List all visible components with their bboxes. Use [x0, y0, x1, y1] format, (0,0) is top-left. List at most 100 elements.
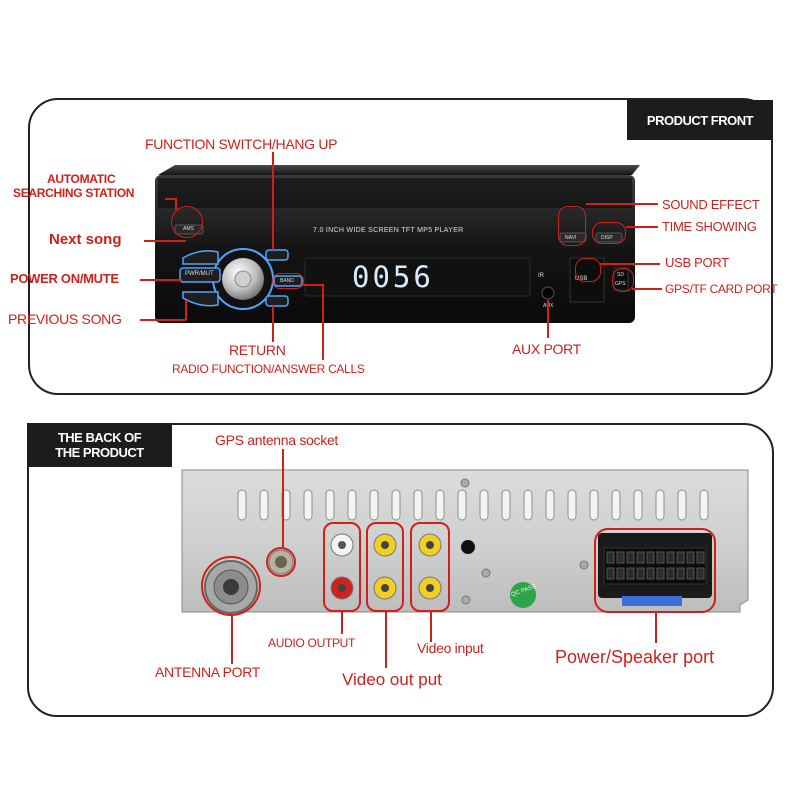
navi-button-label: NAVI: [565, 235, 577, 241]
lcd-display: [304, 257, 531, 297]
label-sound-effect: SOUND EFFECT: [662, 197, 760, 212]
label-gps-tf: GPS/TF CARD PORT: [665, 282, 778, 296]
display-readout: 0056: [352, 260, 434, 294]
vent-slot: [479, 489, 489, 521]
leader-previous-v: [185, 300, 187, 320]
label-previous-song: PREVIOUS SONG: [8, 311, 122, 327]
qc-sticker: [510, 582, 536, 608]
leader-antenna: [231, 616, 233, 664]
leader-power: [140, 279, 182, 281]
vent-slot: [677, 489, 687, 521]
label-usb-port: USB PORT: [665, 255, 729, 270]
fuse: [622, 596, 682, 606]
vent-slot: [633, 489, 643, 521]
connector-pins: [606, 551, 705, 580]
vent-slot: [237, 489, 247, 521]
leader-radio: [322, 284, 324, 360]
return-button[interactable]: [265, 295, 289, 307]
ir-sensor-label: IR: [538, 273, 544, 279]
label-gps-antenna: GPS antenna socket: [215, 432, 339, 448]
vent-slot: [303, 489, 313, 521]
device-model-text: 7.0 INCH WIDE SCREEN TFT MP5 PLAYER: [313, 227, 464, 234]
vent-slot: [391, 489, 401, 521]
screen-top-edge: [158, 165, 640, 175]
connector-pin: [676, 567, 685, 580]
back-tag: THE BACK OF THE PRODUCT: [27, 423, 172, 467]
highlight-power: [594, 528, 716, 613]
vent-slot: [413, 489, 423, 521]
highlight-video-in: [410, 522, 450, 612]
leader-video-out: [385, 612, 387, 668]
label-audio-output: AUDIO OUTPUT: [268, 636, 356, 650]
connector-pin: [616, 551, 625, 564]
next-song-button[interactable]: [182, 250, 219, 265]
highlight-gps-socket: [266, 547, 296, 577]
label-antenna-port: ANTENNA PORT: [155, 664, 261, 680]
disp-button-label: DISP: [601, 235, 613, 241]
vent-slot: [545, 489, 555, 521]
band-button-label: BAND: [280, 278, 294, 284]
leader-gps-antenna: [282, 449, 284, 547]
label-radio-function: RADIO FUNCTION/ANSWER CALLS: [172, 362, 365, 376]
label-power-mute: POWER ON/MUTE: [10, 271, 119, 286]
connector-pin: [626, 551, 635, 564]
label-return: RETURN: [229, 342, 286, 358]
connector-pin: [636, 551, 645, 564]
back-tag-line1: THE BACK OF: [57, 430, 142, 445]
product-front-tag: PRODUCT FRONT: [627, 100, 773, 140]
vent-slot: [347, 489, 357, 521]
leader-radio-h: [303, 284, 323, 286]
label-next-song: Next song: [49, 231, 122, 248]
vent-slot: [567, 489, 577, 521]
previous-song-button[interactable]: [182, 291, 219, 307]
vent-slot: [259, 489, 269, 521]
power-mute-button[interactable]: [179, 267, 221, 283]
vent-slot: [589, 489, 599, 521]
leader-previous: [140, 319, 186, 321]
vent-slot: [523, 489, 533, 521]
highlight-band: [272, 273, 304, 289]
function-switch-button[interactable]: [265, 249, 289, 261]
highlight-video-out: [366, 522, 404, 612]
leader-function: [272, 152, 274, 250]
leader-time: [626, 226, 658, 228]
connector-pin: [696, 567, 705, 580]
highlight-antenna: [201, 556, 261, 616]
vent-slot: [655, 489, 665, 521]
highlight-disp: [592, 222, 626, 244]
leader-usb: [600, 263, 660, 265]
power-button-label: PWR/MUT: [185, 271, 214, 277]
label-video-output: Video out put: [342, 670, 442, 689]
vent-slot: [699, 489, 709, 521]
label-automatic-2: SEARCHING STATION: [13, 186, 135, 200]
mic-hole: [461, 540, 475, 554]
vent-slot: [435, 489, 445, 521]
connector-pin: [676, 551, 685, 564]
label-power-speaker: Power/Speaker port: [555, 647, 715, 667]
leader-automatic-v: [175, 198, 177, 210]
connector-pin: [636, 567, 645, 580]
highlight-usb: [575, 258, 601, 282]
highlight-ams: [171, 206, 203, 238]
vent-slot: [611, 489, 621, 521]
connector-pin: [646, 551, 655, 564]
aux-jack[interactable]: [541, 286, 555, 300]
connector-pin: [616, 567, 625, 580]
connector-pin: [656, 567, 665, 580]
vent-slot: [501, 489, 511, 521]
leader-audio: [341, 612, 343, 634]
leader-next: [144, 240, 186, 242]
leader-sound: [586, 203, 658, 205]
connector-pin: [656, 551, 665, 564]
label-time-showing: TIME SHOWING: [662, 219, 757, 234]
vent-slot: [369, 489, 379, 521]
leader-video-in: [430, 612, 432, 642]
connector-pin: [696, 551, 705, 564]
leader-automatic: [165, 198, 177, 200]
vent-slot: [325, 489, 335, 521]
connector-pin: [666, 551, 675, 564]
connector-pin: [666, 567, 675, 580]
label-function-switch: FUNCTION SWITCH/HANG UP: [145, 136, 338, 152]
back-tag-line2: THE PRODUCT: [55, 445, 144, 460]
connector-pin: [686, 551, 695, 564]
